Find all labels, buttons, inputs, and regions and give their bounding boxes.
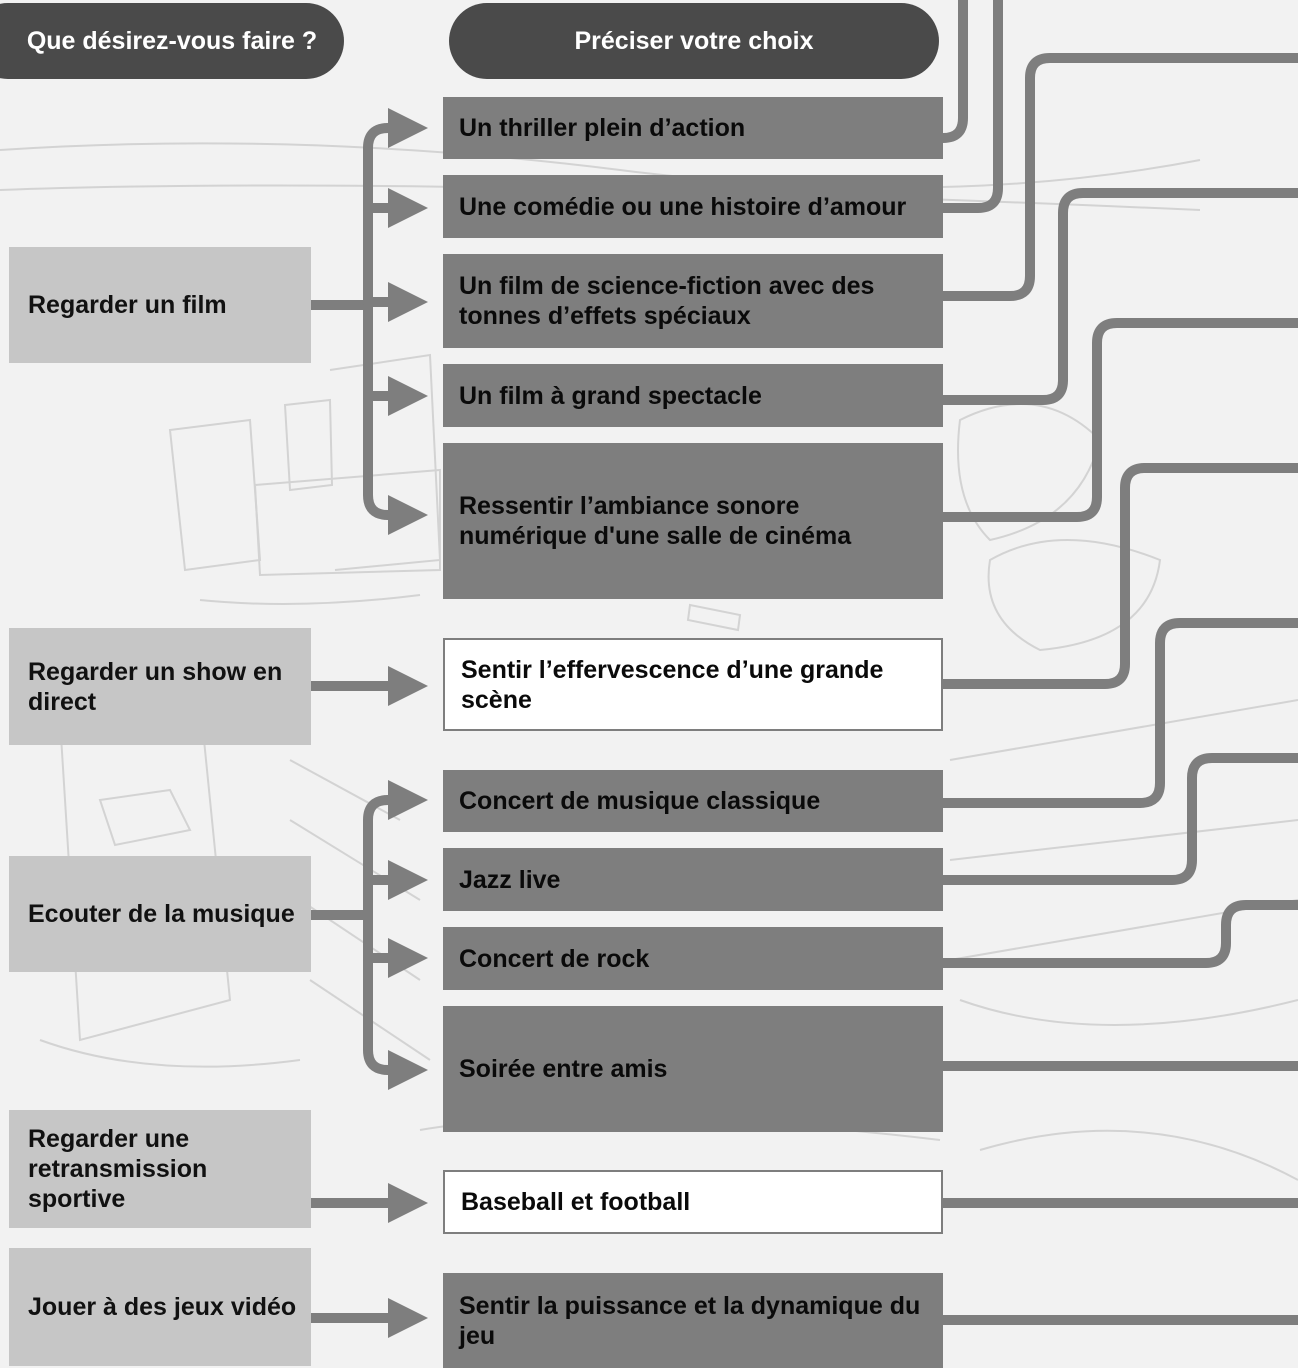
category-video-games[interactable]: Jouer à des jeux vidéo [9,1248,311,1366]
header-question: Que désirez-vous faire ? [0,3,344,79]
exit-comedie [938,0,1003,213]
category-label: Regarder une retransmission sportive [28,1125,208,1213]
exit-grand-spectacle [938,188,1298,405]
exit-classique [938,618,1298,808]
option-rock-concert[interactable]: Concert de rock [443,927,943,990]
option-spectacle-film[interactable]: Un film à grand spectacle [443,364,943,427]
option-label: Jazz live [459,865,561,894]
exit-thriller [938,0,968,143]
category-sports-broadcast[interactable]: Regarder une retransmission sportive [9,1110,311,1228]
option-label: Ressentir l’ambiance sonore numérique d'… [459,492,852,550]
exit-ambiance-cinema [938,318,1298,522]
option-action-thriller[interactable]: Un thriller plein d’action [443,97,943,159]
option-label: Soirée entre amis [459,1055,668,1083]
option-big-stage[interactable]: Sentir l’effervescence d’une grande scèn… [443,638,943,731]
category-listen-music[interactable]: Ecouter de la musique [9,856,311,972]
category-live-show[interactable]: Regarder un show en direct [9,628,311,745]
music-branch-spine [363,795,393,1075]
option-label: Un thriller plein d’action [459,114,746,142]
option-baseball-football[interactable]: Baseball et football [443,1170,943,1234]
category-watch-film[interactable]: Regarder un film [9,247,311,363]
option-label: Sentir la puissance et la dynamique du j… [459,1291,921,1350]
option-game-power[interactable]: Sentir la puissance et la dynamique du j… [443,1273,943,1368]
option-label: Un film à grand spectacle [459,381,762,410]
exit-jazz [938,753,1298,885]
option-party-friends[interactable]: Soirée entre amis [443,1006,943,1132]
option-science-fiction[interactable]: Un film de science-fiction avec des tonn… [443,254,943,348]
category-label: Regarder un show en direct [28,657,283,716]
option-label: Sentir l’effervescence d’une grande scèn… [461,655,884,714]
option-label: Concert de rock [459,944,650,973]
exit-science-fiction [938,53,1298,301]
option-label: Une comédie ou une histoire d’amour [459,192,907,221]
category-label: Jouer à des jeux vidéo [28,1293,297,1321]
header-specify-choice: Préciser votre choix [449,3,939,79]
option-label: Baseball et football [461,1188,691,1216]
category-label: Regarder un film [28,291,227,319]
option-cinema-sound[interactable]: Ressentir l’ambiance sonore numérique d'… [443,443,943,599]
category-label: Ecouter de la musique [28,900,295,928]
film-branch-spine [363,123,393,520]
option-classical-concert[interactable]: Concert de musique classique [443,770,943,832]
exit-rock [938,900,1298,968]
option-label: Un film de science-fiction avec des tonn… [459,272,875,330]
option-label: Concert de musique classique [459,787,821,815]
exit-grande-scene [938,463,1298,689]
option-live-jazz[interactable]: Jazz live [443,848,943,911]
option-comedy-romance[interactable]: Une comédie ou une histoire d’amour [443,175,943,238]
